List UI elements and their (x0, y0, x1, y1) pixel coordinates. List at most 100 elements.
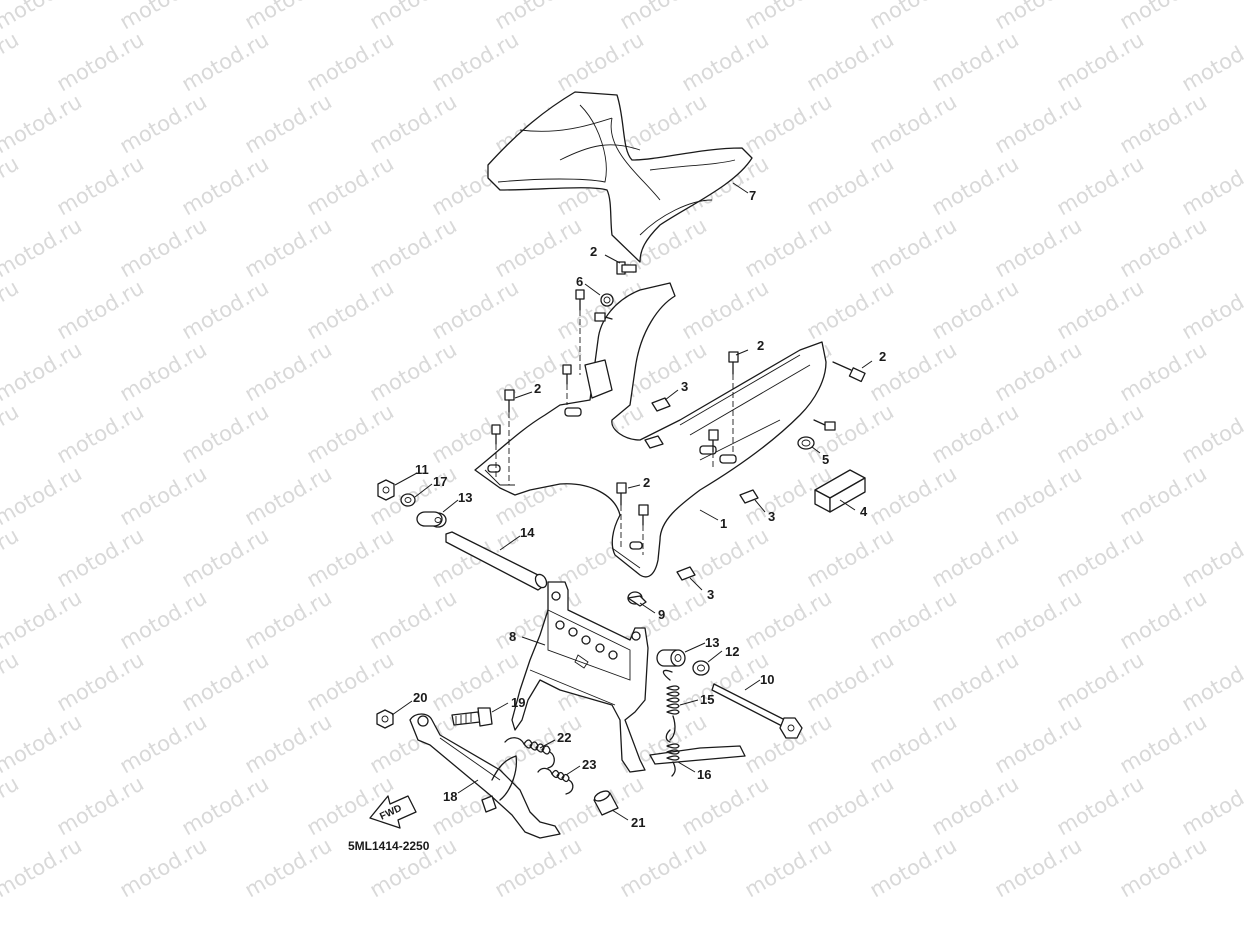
part-6-callout: 6 (576, 274, 583, 289)
watermark-text: motod.ru (116, 0, 211, 34)
part-7-callout: 7 (749, 188, 756, 203)
watermark-text: motod.ru (1053, 275, 1148, 344)
watermark-text: motod.ru (928, 151, 1023, 220)
bolt-center-lower (616, 482, 649, 555)
side-stand-18 (409, 713, 561, 839)
part-21-callout: 21 (631, 815, 645, 830)
part-10-callout: 10 (760, 672, 774, 687)
nut-20 (376, 709, 394, 729)
watermark-text: motod.ru (1053, 523, 1148, 592)
watermark-text: motod.ru (741, 585, 836, 654)
watermark-text: motod.ru (491, 833, 586, 902)
watermark-text: motod.ru (0, 151, 23, 220)
watermark-text: motod.ru (178, 27, 273, 96)
clip-nuts (644, 397, 759, 581)
watermark-text: motod.ru (0, 461, 86, 530)
watermark-text: motod.ru (1178, 647, 1246, 716)
part-11-callout: 11 (415, 462, 429, 477)
watermark-text: motod.ru (1178, 399, 1246, 468)
watermark-text: motod.ru (1178, 275, 1246, 344)
watermark-text: motod.ru (616, 833, 711, 902)
collar-13-left (416, 511, 447, 528)
watermark-text: motod.ru (178, 151, 273, 220)
watermark-text: motod.ru (553, 27, 648, 96)
watermark-text: motod.ru (0, 709, 86, 778)
watermark-text: motod.ru (0, 89, 86, 158)
watermark-text: motod.ru (0, 275, 23, 344)
watermark-text: motod.ru (1116, 709, 1211, 778)
watermark-text: motod.ru (1241, 461, 1246, 530)
watermark-text: motod.ru (241, 833, 336, 902)
watermark-text: motod.ru (678, 523, 773, 592)
watermark-text: motod.ru (116, 337, 211, 406)
watermark-text: motod.ru (678, 771, 773, 840)
watermark-text: motod.ru (178, 275, 273, 344)
part-19-callout: 19 (511, 695, 525, 710)
watermark-text: motod.ru (1241, 213, 1246, 282)
watermark-text: motod.ru (991, 213, 1086, 282)
floor-panel (474, 282, 827, 578)
watermark-text: motod.ru (803, 399, 898, 468)
watermark-text: motod.ru (1241, 709, 1246, 778)
part-5-callout: 5 (822, 452, 829, 467)
watermark-text: motod.ru (53, 399, 148, 468)
watermark-text: motod.ru (491, 0, 586, 34)
part-3-callout-b: 3 (768, 509, 775, 524)
watermark-text: motod.ru (0, 833, 86, 902)
watermark-text: motod.ru (116, 461, 211, 530)
part-12-callout: 12 (725, 644, 739, 659)
watermark-text: motod.ru (241, 585, 336, 654)
watermark-text: motod.ru (1116, 585, 1211, 654)
watermark-text: motod.ru (1116, 89, 1211, 158)
part-3-callout-c: 3 (707, 587, 714, 602)
watermark-text: motod.ru (53, 647, 148, 716)
watermark-text: motod.ru (991, 0, 1086, 34)
watermark-text: motod.ru (928, 771, 1023, 840)
collar-21 (593, 790, 619, 816)
collar-13-right (656, 649, 686, 667)
bolt-right-mid (708, 429, 719, 470)
watermark-text: motod.ru (0, 0, 86, 34)
watermark-text: motod.ru (1241, 337, 1246, 406)
watermark-text: motod.ru (1178, 151, 1246, 220)
watermark-text: motod.ru (1053, 399, 1148, 468)
watermark-text: motod.ru (928, 27, 1023, 96)
watermark-text: motod.ru (1178, 523, 1246, 592)
watermark-text: motod.ru (741, 89, 836, 158)
watermark-text: motod.ru (803, 27, 898, 96)
watermark-text: motod.ru (178, 399, 273, 468)
fwd-arrow-icon: FWD (369, 795, 417, 829)
part-14-callout: 14 (520, 525, 535, 540)
watermark-text: motod.ru (928, 523, 1023, 592)
part-23-callout: 23 (582, 757, 596, 772)
watermark-text: motod.ru (616, 89, 711, 158)
watermark-text: motod.ru (366, 89, 461, 158)
part-2-callout-a: 2 (590, 244, 597, 259)
watermark-text: motod.ru (53, 151, 148, 220)
part-16-callout: 16 (697, 767, 711, 782)
watermark-text: motod.ru (491, 709, 586, 778)
bolt-set (491, 261, 866, 555)
watermark-text: motod.ru (678, 27, 773, 96)
spring-16 (665, 729, 680, 777)
watermark-text: motod.ru (0, 399, 23, 468)
watermark-text: motod.ru (1116, 0, 1211, 34)
watermark-text: motod.ru (303, 523, 398, 592)
part-17-callout: 17 (433, 474, 447, 489)
watermark-text: motod.ru (116, 213, 211, 282)
watermark-text: motod.ru (1178, 27, 1246, 96)
watermark-text: motod.ru (678, 275, 773, 344)
watermark-text: motod.ru (303, 647, 398, 716)
watermark-text: motod.ru (928, 275, 1023, 344)
spring-15 (662, 669, 680, 741)
watermark-text: motod.ru (866, 709, 961, 778)
part-2-callout-b: 2 (757, 338, 764, 353)
watermark-text: motod.ru (1053, 771, 1148, 840)
bolt-mid-left (504, 389, 515, 485)
watermark-text: motod.ru (866, 337, 961, 406)
watermark-text: motod.ru (1053, 151, 1148, 220)
watermark-text: motod.ru (116, 709, 211, 778)
part-2-callout-e: 2 (643, 475, 650, 490)
watermark-text: motod.ru (303, 27, 398, 96)
grommet-5 (797, 436, 815, 450)
